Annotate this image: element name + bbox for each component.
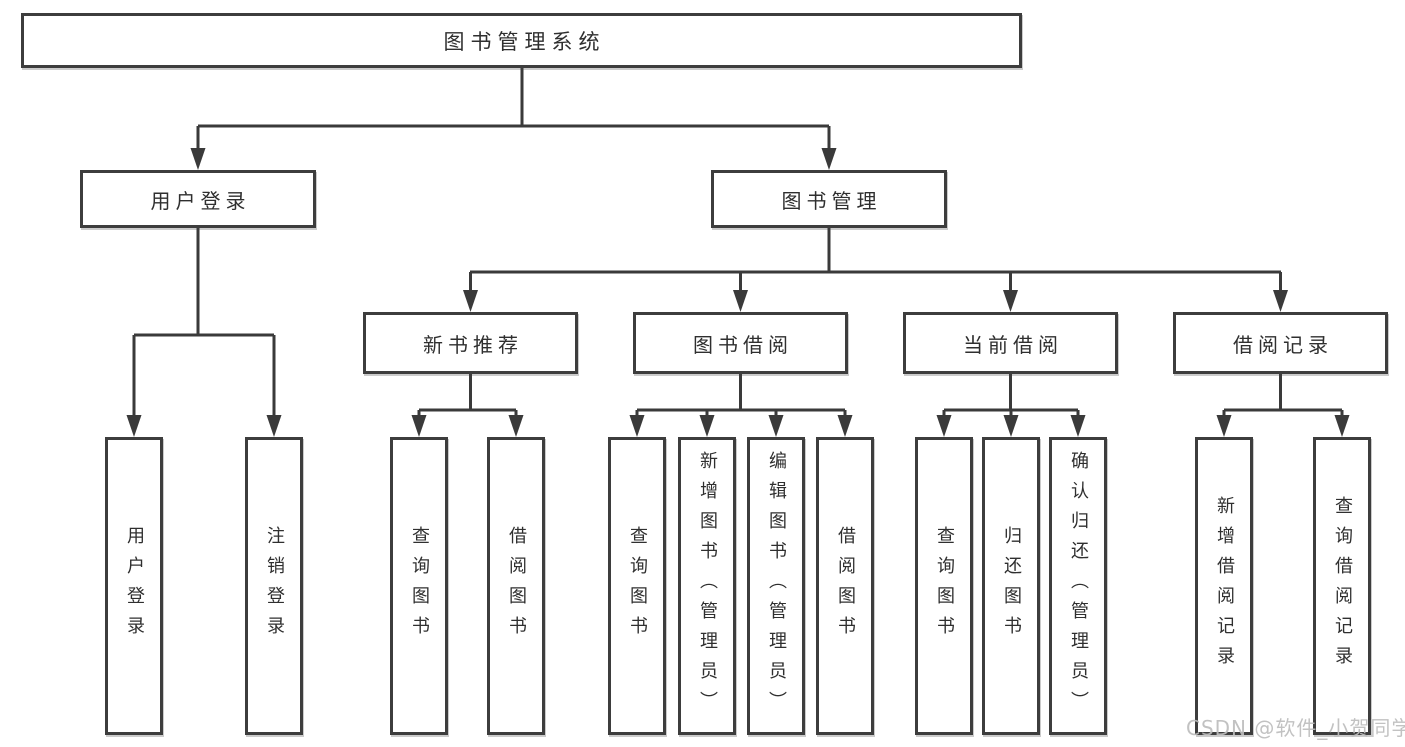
node-new-book-recommend: 新书推荐 (363, 312, 578, 374)
leaf-label: 新增图书（管理员） (697, 451, 718, 721)
leaf-label: 查询图书 (934, 526, 955, 646)
leaf-label: 用户登录 (124, 526, 145, 646)
leaf-label: 确认归还（管理员） (1068, 451, 1089, 721)
leaf-label: 查询图书 (409, 526, 430, 646)
leaf-nb-borrow-books: 借阅图书 (487, 437, 545, 735)
leaf-label: 新增借阅记录 (1214, 496, 1235, 676)
leaf-label: 注销登录 (264, 526, 285, 646)
leaf-bb-query-books: 查询图书 (608, 437, 666, 735)
leaf-bb-edit-book-admin: 编辑图书（管理员） (747, 437, 805, 735)
leaf-nb-query-books: 查询图书 (390, 437, 448, 735)
node-label: 图书管理 (781, 188, 882, 213)
node-label: 图书管理系统 (443, 29, 606, 54)
node-label: 当前借阅 (963, 332, 1063, 357)
leaf-br-add-record: 新增借阅记录 (1195, 437, 1253, 735)
node-label: 图书借阅 (693, 332, 793, 357)
leaf-bb-add-book-admin: 新增图书（管理员） (678, 437, 736, 735)
node-book-borrowing: 图书借阅 (633, 312, 848, 374)
leaf-label: 借阅图书 (835, 526, 856, 646)
node-current-borrowing: 当前借阅 (903, 312, 1118, 374)
leaf-user-login: 用户登录 (105, 437, 163, 735)
leaf-logout: 注销登录 (245, 437, 303, 735)
node-borrowing-records: 借阅记录 (1173, 312, 1388, 374)
leaf-label: 编辑图书（管理员） (766, 451, 787, 721)
leaf-br-query-record: 查询借阅记录 (1313, 437, 1371, 735)
watermark: CSDN @软件_小贺同学 (1186, 716, 1405, 740)
leaf-cb-confirm-return-admin: 确认归还（管理员） (1049, 437, 1107, 735)
node-library-system: 图书管理系统 (21, 13, 1022, 68)
node-label: 用户登录 (150, 188, 251, 213)
node-label: 新书推荐 (423, 332, 523, 357)
node-label: 借阅记录 (1233, 332, 1333, 357)
leaf-bb-borrow-books: 借阅图书 (816, 437, 874, 735)
leaf-label: 查询图书 (627, 526, 648, 646)
node-book-management: 图书管理 (711, 170, 947, 228)
leaf-label: 归还图书 (1001, 526, 1022, 646)
node-user-login: 用户登录 (80, 170, 316, 228)
leaf-cb-return-books: 归还图书 (982, 437, 1040, 735)
leaf-label: 查询借阅记录 (1332, 496, 1353, 676)
leaf-cb-query-books: 查询图书 (915, 437, 973, 735)
leaf-label: 借阅图书 (506, 526, 527, 646)
